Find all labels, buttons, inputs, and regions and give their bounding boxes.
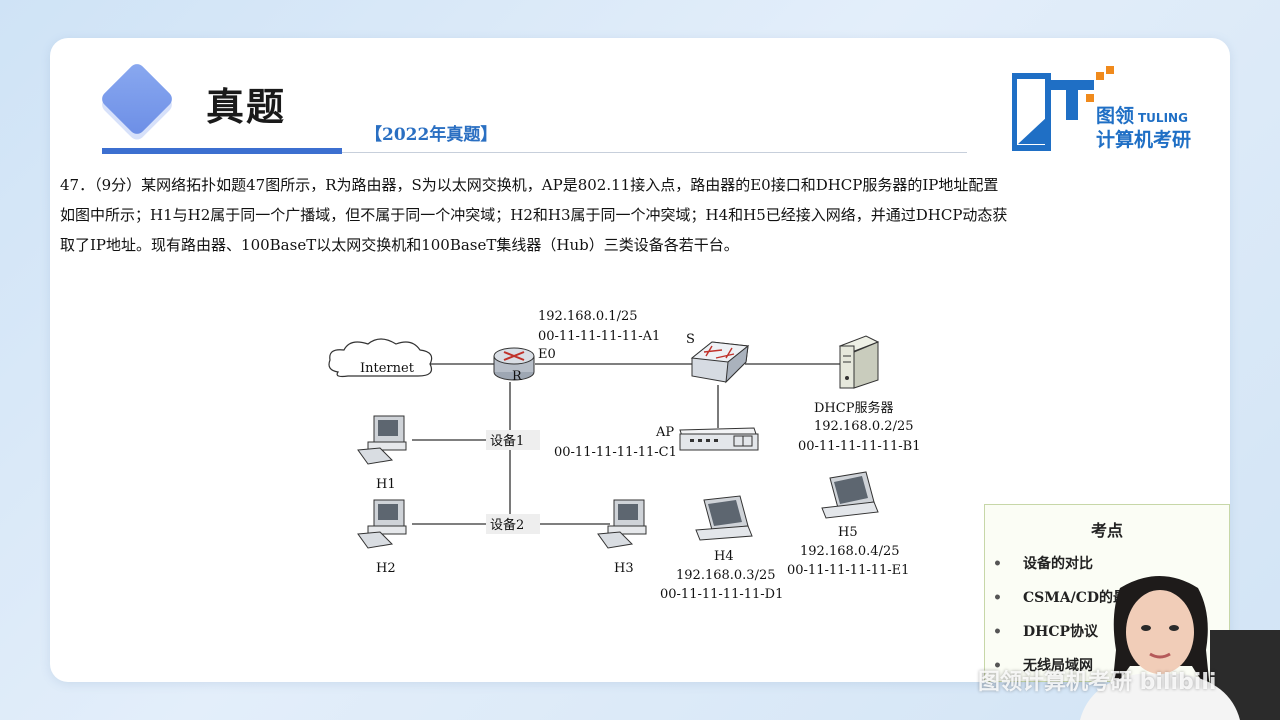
dhcp-server-icon bbox=[838, 335, 880, 389]
h5-laptop-icon bbox=[821, 471, 879, 519]
keypoints-title: 考点 bbox=[1090, 521, 1123, 540]
switch-icon bbox=[690, 341, 750, 384]
internet-cloud-icon bbox=[328, 338, 433, 378]
shirt-shape bbox=[1080, 674, 1240, 720]
ap-mac: 00-11-11-11-11-C1 bbox=[554, 445, 677, 460]
router-icon bbox=[493, 347, 535, 381]
h5-ip: 192.168.0.4/25 bbox=[800, 544, 900, 559]
keypoint-bullet: • bbox=[993, 658, 1002, 674]
keypoint-bullet: • bbox=[993, 624, 1002, 640]
device2-box bbox=[486, 514, 540, 534]
dhcp-label: DHCP服务器 bbox=[814, 400, 893, 416]
topology-links bbox=[412, 363, 840, 525]
h5-label: H5 bbox=[838, 525, 858, 540]
channel-watermark: 图领计算机考研 bilibili bbox=[978, 670, 1217, 695]
title-underline bbox=[102, 148, 342, 154]
mouth-shape bbox=[1149, 652, 1171, 659]
logo-square-3 bbox=[1086, 94, 1094, 102]
slide-title: 真题 bbox=[206, 85, 287, 129]
dhcp-ip: 192.168.0.2/25 bbox=[814, 419, 914, 434]
question-text: 47．（9分）某网络拓扑如题47图所示，R为路由器，S为以太网交换机，AP是80… bbox=[60, 170, 1210, 260]
keypoint-text: CSMA/CD的最短 bbox=[1023, 590, 1142, 606]
logo-t-bar-shape bbox=[1050, 80, 1094, 90]
access-point-icon bbox=[679, 427, 759, 451]
logo-square-2 bbox=[1106, 66, 1114, 74]
logo-tagline: 计算机考研 bbox=[1096, 128, 1191, 151]
dhcp-mac: 00-11-11-11-11-B1 bbox=[798, 439, 921, 454]
left-eye-shape bbox=[1141, 625, 1151, 631]
logo-frame-shape bbox=[1012, 73, 1051, 151]
h1-label: H1 bbox=[376, 477, 396, 492]
router-label: R bbox=[512, 369, 523, 384]
logo-en: TULING bbox=[1138, 111, 1188, 125]
keypoint-text: 设备的对比 bbox=[1023, 556, 1093, 572]
device1-box bbox=[486, 430, 540, 450]
question-line-1: 47．（9分）某网络拓扑如题47图所示，R为路由器，S为以太网交换机，AP是80… bbox=[60, 176, 999, 194]
title-divider bbox=[342, 152, 967, 153]
keypoint-item: • DHCP协议 bbox=[993, 621, 1098, 641]
router-mac: 00-11-11-11-11-A1 bbox=[538, 329, 660, 344]
h4-label: H4 bbox=[714, 549, 734, 564]
h2-computer-icon bbox=[357, 499, 407, 549]
h5-mac: 00-11-11-11-11-E1 bbox=[787, 563, 909, 578]
slide-subtitle: 【2022年真题】 bbox=[365, 125, 498, 145]
question-line-2: 如图中所示；H1与H2属于同一个广播域，但不属于同一个冲突域；H2和H3属于同一… bbox=[60, 206, 1008, 224]
device1-label: 设备1 bbox=[490, 433, 524, 449]
router-interface: E0 bbox=[538, 347, 556, 362]
logo-cn: 图领 bbox=[1096, 104, 1134, 127]
device2-label: 设备2 bbox=[490, 517, 524, 533]
h4-ip: 192.168.0.3/25 bbox=[676, 568, 776, 583]
keypoint-item: • 设备的对比 bbox=[993, 553, 1093, 573]
keypoint-text: DHCP协议 bbox=[1023, 624, 1099, 640]
h4-laptop-icon bbox=[695, 495, 753, 541]
keypoint-bullet: • bbox=[993, 590, 1002, 606]
presenter-webcam bbox=[1080, 576, 1280, 720]
keypoint-item: • CSMA/CD的最短 bbox=[993, 587, 1141, 607]
tuling-logo: 图领 TULING 计算机考研 bbox=[1012, 66, 1191, 151]
h1-computer-icon bbox=[357, 415, 407, 465]
keypoint-item: • 无线局域网 bbox=[993, 655, 1093, 675]
keypoint-text: 无线局域网 bbox=[1023, 658, 1093, 674]
switch-label: S bbox=[686, 332, 695, 347]
network-topology-diagram: Internet R 192.168.0.1/25 00-11-11-11-11… bbox=[328, 309, 921, 602]
logo-square-1 bbox=[1096, 72, 1104, 80]
logo-triangle-shape bbox=[1018, 116, 1048, 144]
internet-label: Internet bbox=[360, 361, 415, 376]
question-line-3: 取了IP地址。现有路由器、100BaseT以太网交换机和100BaseT集线器（… bbox=[60, 236, 739, 254]
h3-label: H3 bbox=[614, 561, 634, 576]
keypoint-bullet: • bbox=[993, 556, 1002, 572]
face-shape bbox=[1126, 590, 1194, 674]
router-ip: 192.168.0.1/25 bbox=[538, 309, 638, 324]
ap-label: AP bbox=[655, 425, 674, 440]
h4-mac: 00-11-11-11-11-D1 bbox=[660, 587, 783, 602]
right-eye-shape bbox=[1169, 625, 1179, 631]
h2-label: H2 bbox=[376, 561, 396, 576]
h3-computer-icon bbox=[597, 499, 647, 549]
logo-t-stem-shape bbox=[1066, 90, 1078, 120]
